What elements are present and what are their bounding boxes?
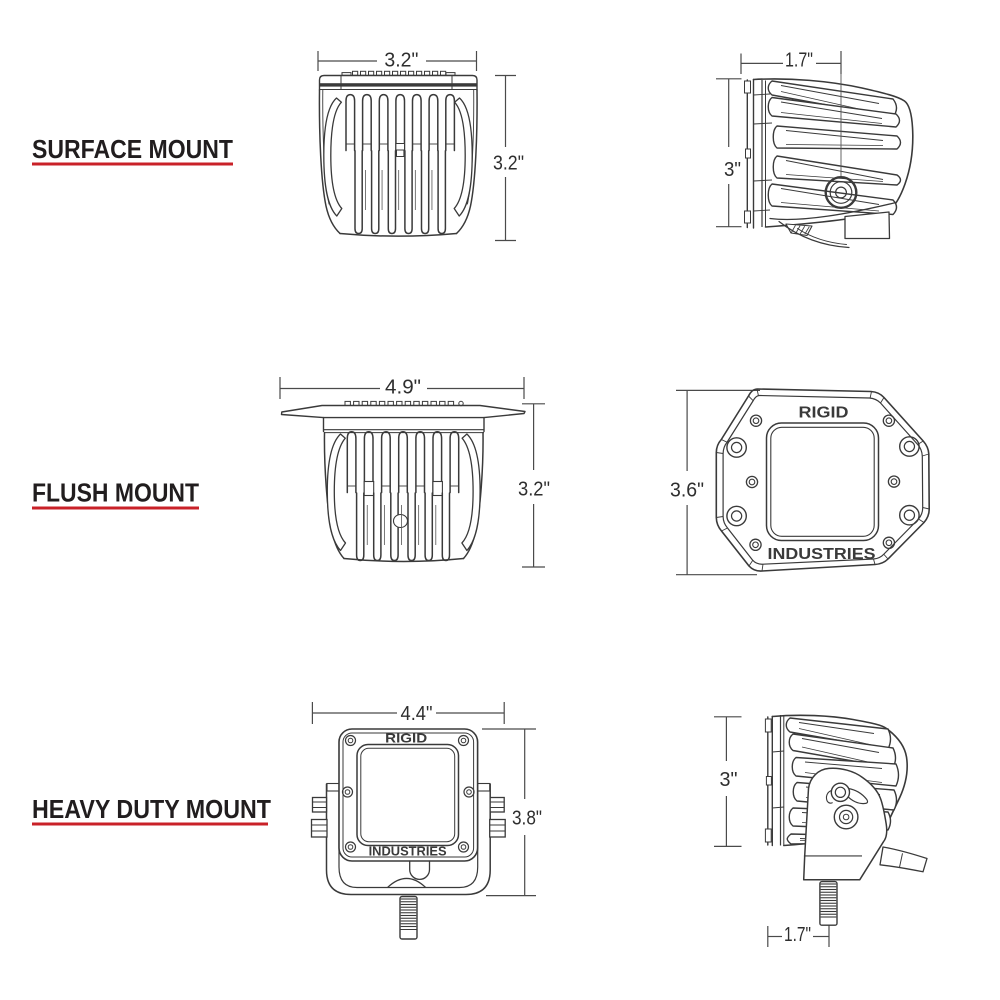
svg-text:1.7": 1.7" xyxy=(785,49,813,72)
svg-text:HEAVY DUTY MOUNT: HEAVY DUTY MOUNT xyxy=(32,794,271,824)
svg-text:3": 3" xyxy=(724,158,741,181)
svg-text:RIGID: RIGID xyxy=(385,731,427,746)
svg-text:INDUSTRIES: INDUSTRIES xyxy=(369,844,447,859)
svg-text:4.9": 4.9" xyxy=(385,376,421,399)
svg-text:SURFACE MOUNT: SURFACE MOUNT xyxy=(32,134,233,164)
svg-text:RIGID: RIGID xyxy=(799,405,849,422)
svg-text:3.2": 3.2" xyxy=(493,152,524,175)
svg-text:FLUSH MOUNT: FLUSH MOUNT xyxy=(32,478,199,508)
svg-text:1.7": 1.7" xyxy=(784,923,811,946)
svg-text:3.6": 3.6" xyxy=(670,479,704,502)
svg-text:3.2": 3.2" xyxy=(518,478,550,501)
svg-text:4.4": 4.4" xyxy=(401,702,433,725)
svg-text:3": 3" xyxy=(720,768,738,791)
svg-text:3.8": 3.8" xyxy=(512,807,542,830)
svg-text:3.2": 3.2" xyxy=(384,49,418,72)
svg-text:INDUSTRIES: INDUSTRIES xyxy=(768,546,876,563)
